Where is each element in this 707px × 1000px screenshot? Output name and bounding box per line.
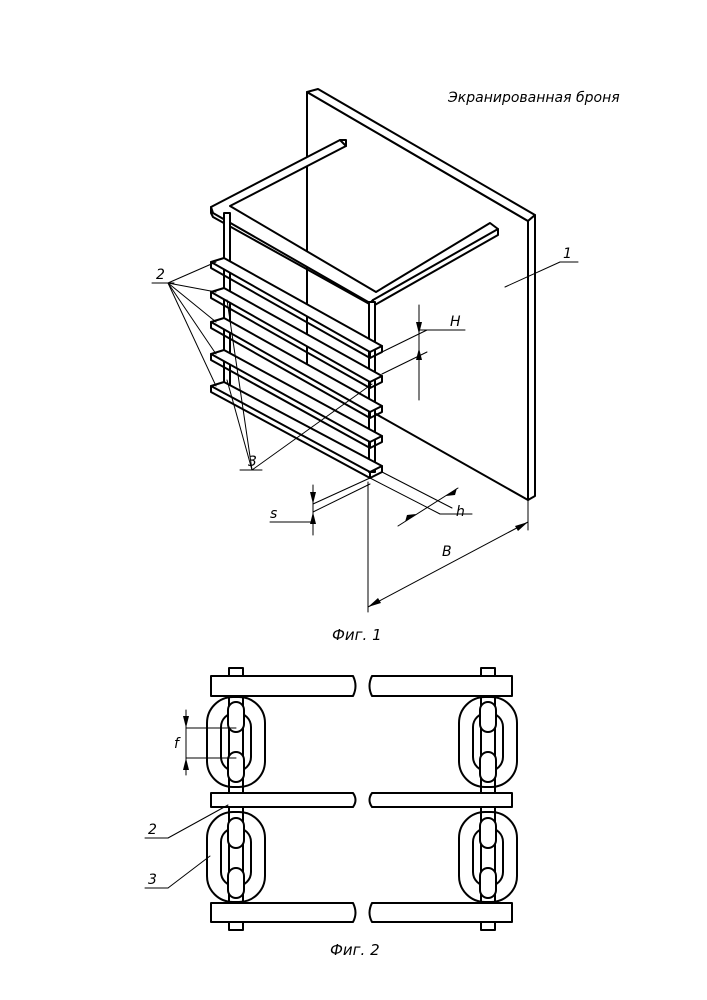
strap-bars — [211, 676, 512, 922]
label-links-fig2: 3 — [148, 872, 157, 888]
label-width: B — [442, 544, 452, 560]
label-height: H — [450, 314, 461, 330]
figure-2-caption: Фиг. 2 — [330, 941, 380, 959]
label-straps-fig2: 2 — [148, 822, 157, 838]
armor-plate — [307, 89, 535, 500]
label-depth: h — [456, 504, 465, 520]
figure-1-caption: Фиг. 1 — [332, 626, 382, 644]
label-plate: 1 — [563, 246, 572, 262]
figure-2: f 2 3 Фиг. 2 — [145, 668, 517, 959]
label-thickness: s — [270, 506, 277, 522]
drawing-title: Экранированная броня — [447, 90, 620, 106]
figure-1: 1 2 3 H s — [152, 89, 578, 644]
label-straps: 2 — [156, 267, 165, 283]
label-gap: f — [174, 736, 181, 752]
